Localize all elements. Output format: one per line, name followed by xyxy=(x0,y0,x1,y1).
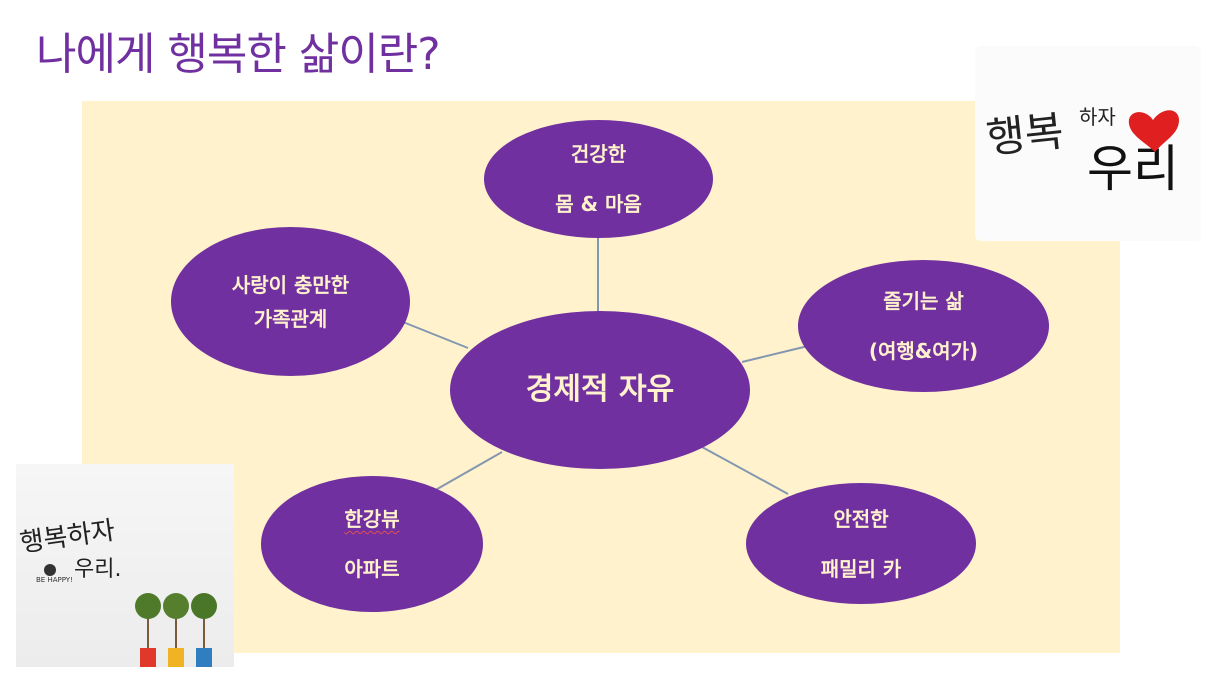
node-apartment-line1: 한강뷰 xyxy=(344,507,400,531)
wall-art-photo: 행복하자 우리. BE HAPPY! xyxy=(16,464,234,667)
node-apartment: 한강뷰 아파트 xyxy=(261,476,483,612)
node-fun-line2: (여행&여가) xyxy=(868,339,979,363)
node-apartment-line2: 아파트 xyxy=(344,557,400,581)
node-car-line1: 안전한 xyxy=(833,506,889,531)
node-car: 안전한 패밀리 카 xyxy=(746,483,976,604)
logo-text-top: 행복 xyxy=(984,106,1066,163)
node-health-line2: 몸 & 마음 xyxy=(555,192,642,216)
page-title: 나에게 행복한 삶이란? xyxy=(36,29,441,80)
node-health: 건강한 몸 & 마음 xyxy=(484,120,713,238)
calligraphy-logo: 행복 하자 우리 xyxy=(975,46,1201,241)
node-family-line2: 가족관계 xyxy=(253,306,328,331)
node-family: 사랑이 충만한 가족관계 xyxy=(171,227,410,376)
node-center-text: 경제적 자유 xyxy=(525,372,675,407)
connector-apartment xyxy=(431,451,503,493)
connector-family xyxy=(397,319,469,349)
logo-text-bottom: 우리 xyxy=(1087,140,1179,198)
node-fun-line1: 즐기는 삶 xyxy=(883,289,964,313)
plant-icon xyxy=(135,593,161,667)
heart-icon xyxy=(1128,110,1179,152)
node-center: 경제적 자유 xyxy=(450,311,750,469)
plant-icon xyxy=(191,593,217,667)
logo-text-small: 하자 xyxy=(1079,105,1116,129)
node-car-line2: 패밀리 카 xyxy=(820,556,902,581)
node-family-line1: 사랑이 충만한 xyxy=(231,272,350,297)
wall-text-tiny: BE HAPPY! xyxy=(36,576,73,584)
plant-icon xyxy=(163,593,189,667)
wall-text-sub: 우리. xyxy=(74,557,121,582)
node-fun: 즐기는 삶 (여행&여가) xyxy=(798,260,1049,392)
node-health-line1: 건강한 xyxy=(570,142,627,166)
smiley-icon xyxy=(44,564,56,576)
connector-car xyxy=(701,446,789,495)
connector-fun xyxy=(741,345,809,363)
wall-text-main: 행복하자 xyxy=(18,516,117,559)
